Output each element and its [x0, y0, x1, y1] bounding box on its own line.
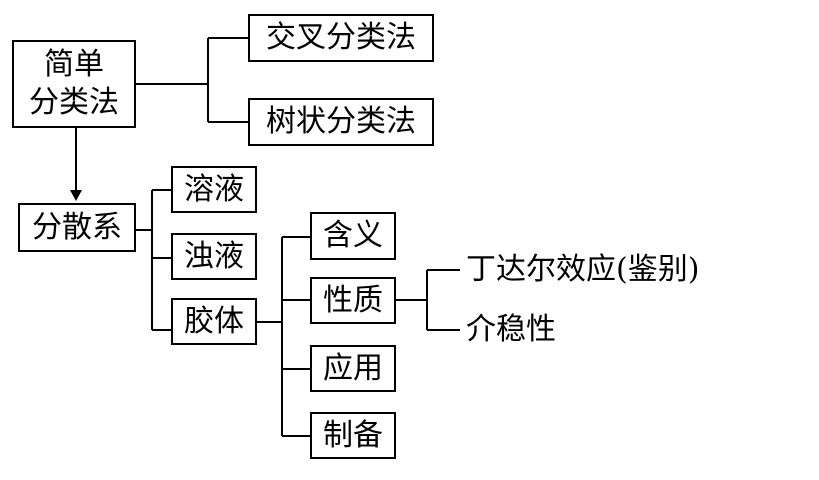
node-simple-classification-line2: 分类法: [29, 85, 119, 120]
node-tree-classification: 树状分类法: [248, 98, 434, 146]
node-preparation: 制备: [310, 412, 396, 459]
node-cross-classification: 交叉分类法: [248, 14, 434, 62]
node-property: 性质: [310, 277, 396, 324]
text-tyndall-effect: 丁达尔效应(鉴别): [466, 252, 700, 287]
text-metastability: 介稳性: [466, 312, 556, 347]
node-colloid: 胶体: [171, 298, 257, 345]
arrow-head: [70, 190, 82, 201]
node-dispersion-system: 分散系: [18, 203, 136, 252]
node-application: 应用: [310, 345, 396, 392]
node-simple-classification: 简单 分类法: [12, 40, 136, 128]
node-meaning: 含义: [310, 212, 396, 260]
node-turbid-liquid: 浊液: [171, 233, 257, 280]
node-solution: 溶液: [171, 166, 257, 213]
node-simple-classification-line1: 简单: [44, 47, 104, 82]
